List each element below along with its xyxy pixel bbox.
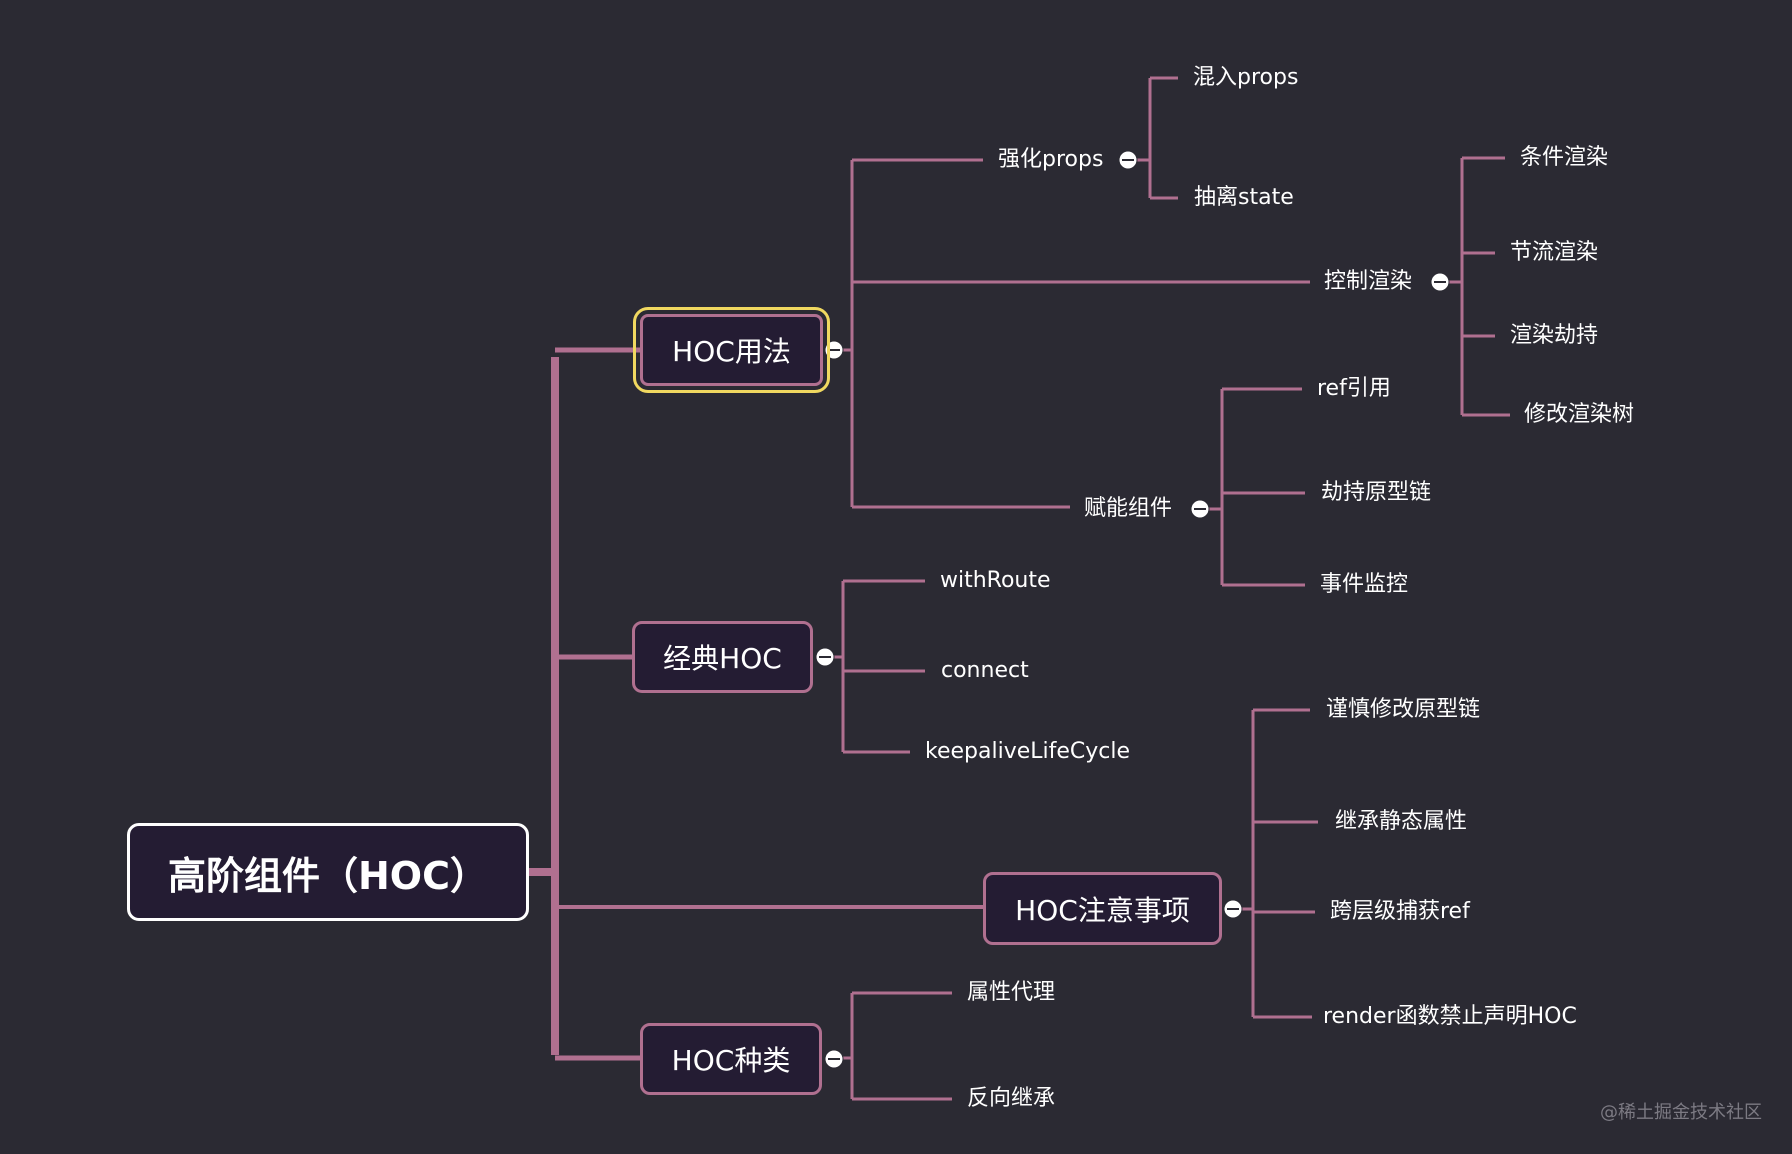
leaf-mix-props[interactable]: 混入props: [1193, 65, 1299, 90]
collapse-toggles: [815, 150, 1450, 1069]
leaf-connect[interactable]: connect: [941, 658, 1029, 683]
leaf-keepalive[interactable]: keepaliveLifeCycle: [925, 739, 1131, 764]
leaf-modify-render-tree[interactable]: 修改渲染树: [1524, 402, 1635, 427]
leaf-event-monitor[interactable]: 事件监控: [1320, 572, 1409, 597]
leaf-props-proxy[interactable]: 属性代理: [967, 980, 1056, 1005]
leaf-careful-prototype[interactable]: 谨慎修改原型链: [1326, 697, 1481, 722]
node-control-render[interactable]: 控制渲染: [1324, 269, 1413, 294]
node-enhance-props[interactable]: 强化props: [998, 147, 1104, 172]
collapse-icon[interactable]: [1430, 272, 1450, 292]
watermark: @稀土掘金技术社区: [1600, 1102, 1762, 1123]
node-classic-hoc-label: 经典HOC: [663, 642, 782, 675]
leaf-throttle-render[interactable]: 节流渲染: [1510, 240, 1599, 265]
leaf-hijack-prototype[interactable]: 劫持原型链: [1321, 480, 1432, 505]
leaf-inherit-static[interactable]: 继承静态属性: [1335, 809, 1468, 834]
node-hoc-usage-label: HOC用法: [672, 335, 791, 368]
leaf-no-hoc-in-render[interactable]: render函数禁止声明HOC: [1323, 1004, 1577, 1029]
collapse-icon[interactable]: [815, 647, 835, 667]
root-label: 高阶组件（HOC）: [168, 853, 488, 898]
node-hoc-types-label: HOC种类: [671, 1044, 791, 1077]
leaf-ref[interactable]: ref引用: [1317, 376, 1391, 401]
leaf-conditional-render[interactable]: 条件渲染: [1520, 145, 1609, 170]
node-classic-hoc[interactable]: 经典HOC: [632, 621, 813, 693]
collapse-icon[interactable]: [1118, 150, 1138, 170]
root-node[interactable]: 高阶组件（HOC）: [127, 823, 529, 921]
node-hoc-types[interactable]: HOC种类: [640, 1023, 822, 1095]
collapse-icon[interactable]: [824, 340, 844, 360]
node-hoc-notes-label: HOC注意事项: [1015, 893, 1190, 927]
leaf-extract-state[interactable]: 抽离state: [1194, 185, 1294, 210]
leaf-inverse-inheritance[interactable]: 反向继承: [967, 1086, 1056, 1111]
node-hoc-notes[interactable]: HOC注意事项: [983, 872, 1222, 945]
node-hoc-usage[interactable]: HOC用法: [633, 307, 830, 393]
leaf-render-hijack[interactable]: 渲染劫持: [1510, 323, 1599, 348]
collapse-icon[interactable]: [1223, 899, 1243, 919]
leaf-withroute[interactable]: withRoute: [940, 568, 1051, 593]
leaf-cross-level-ref[interactable]: 跨层级捕获ref: [1330, 899, 1470, 924]
collapse-icon[interactable]: [824, 1049, 844, 1069]
collapse-icon[interactable]: [1190, 499, 1210, 519]
node-empower-component[interactable]: 赋能组件: [1084, 496, 1173, 521]
